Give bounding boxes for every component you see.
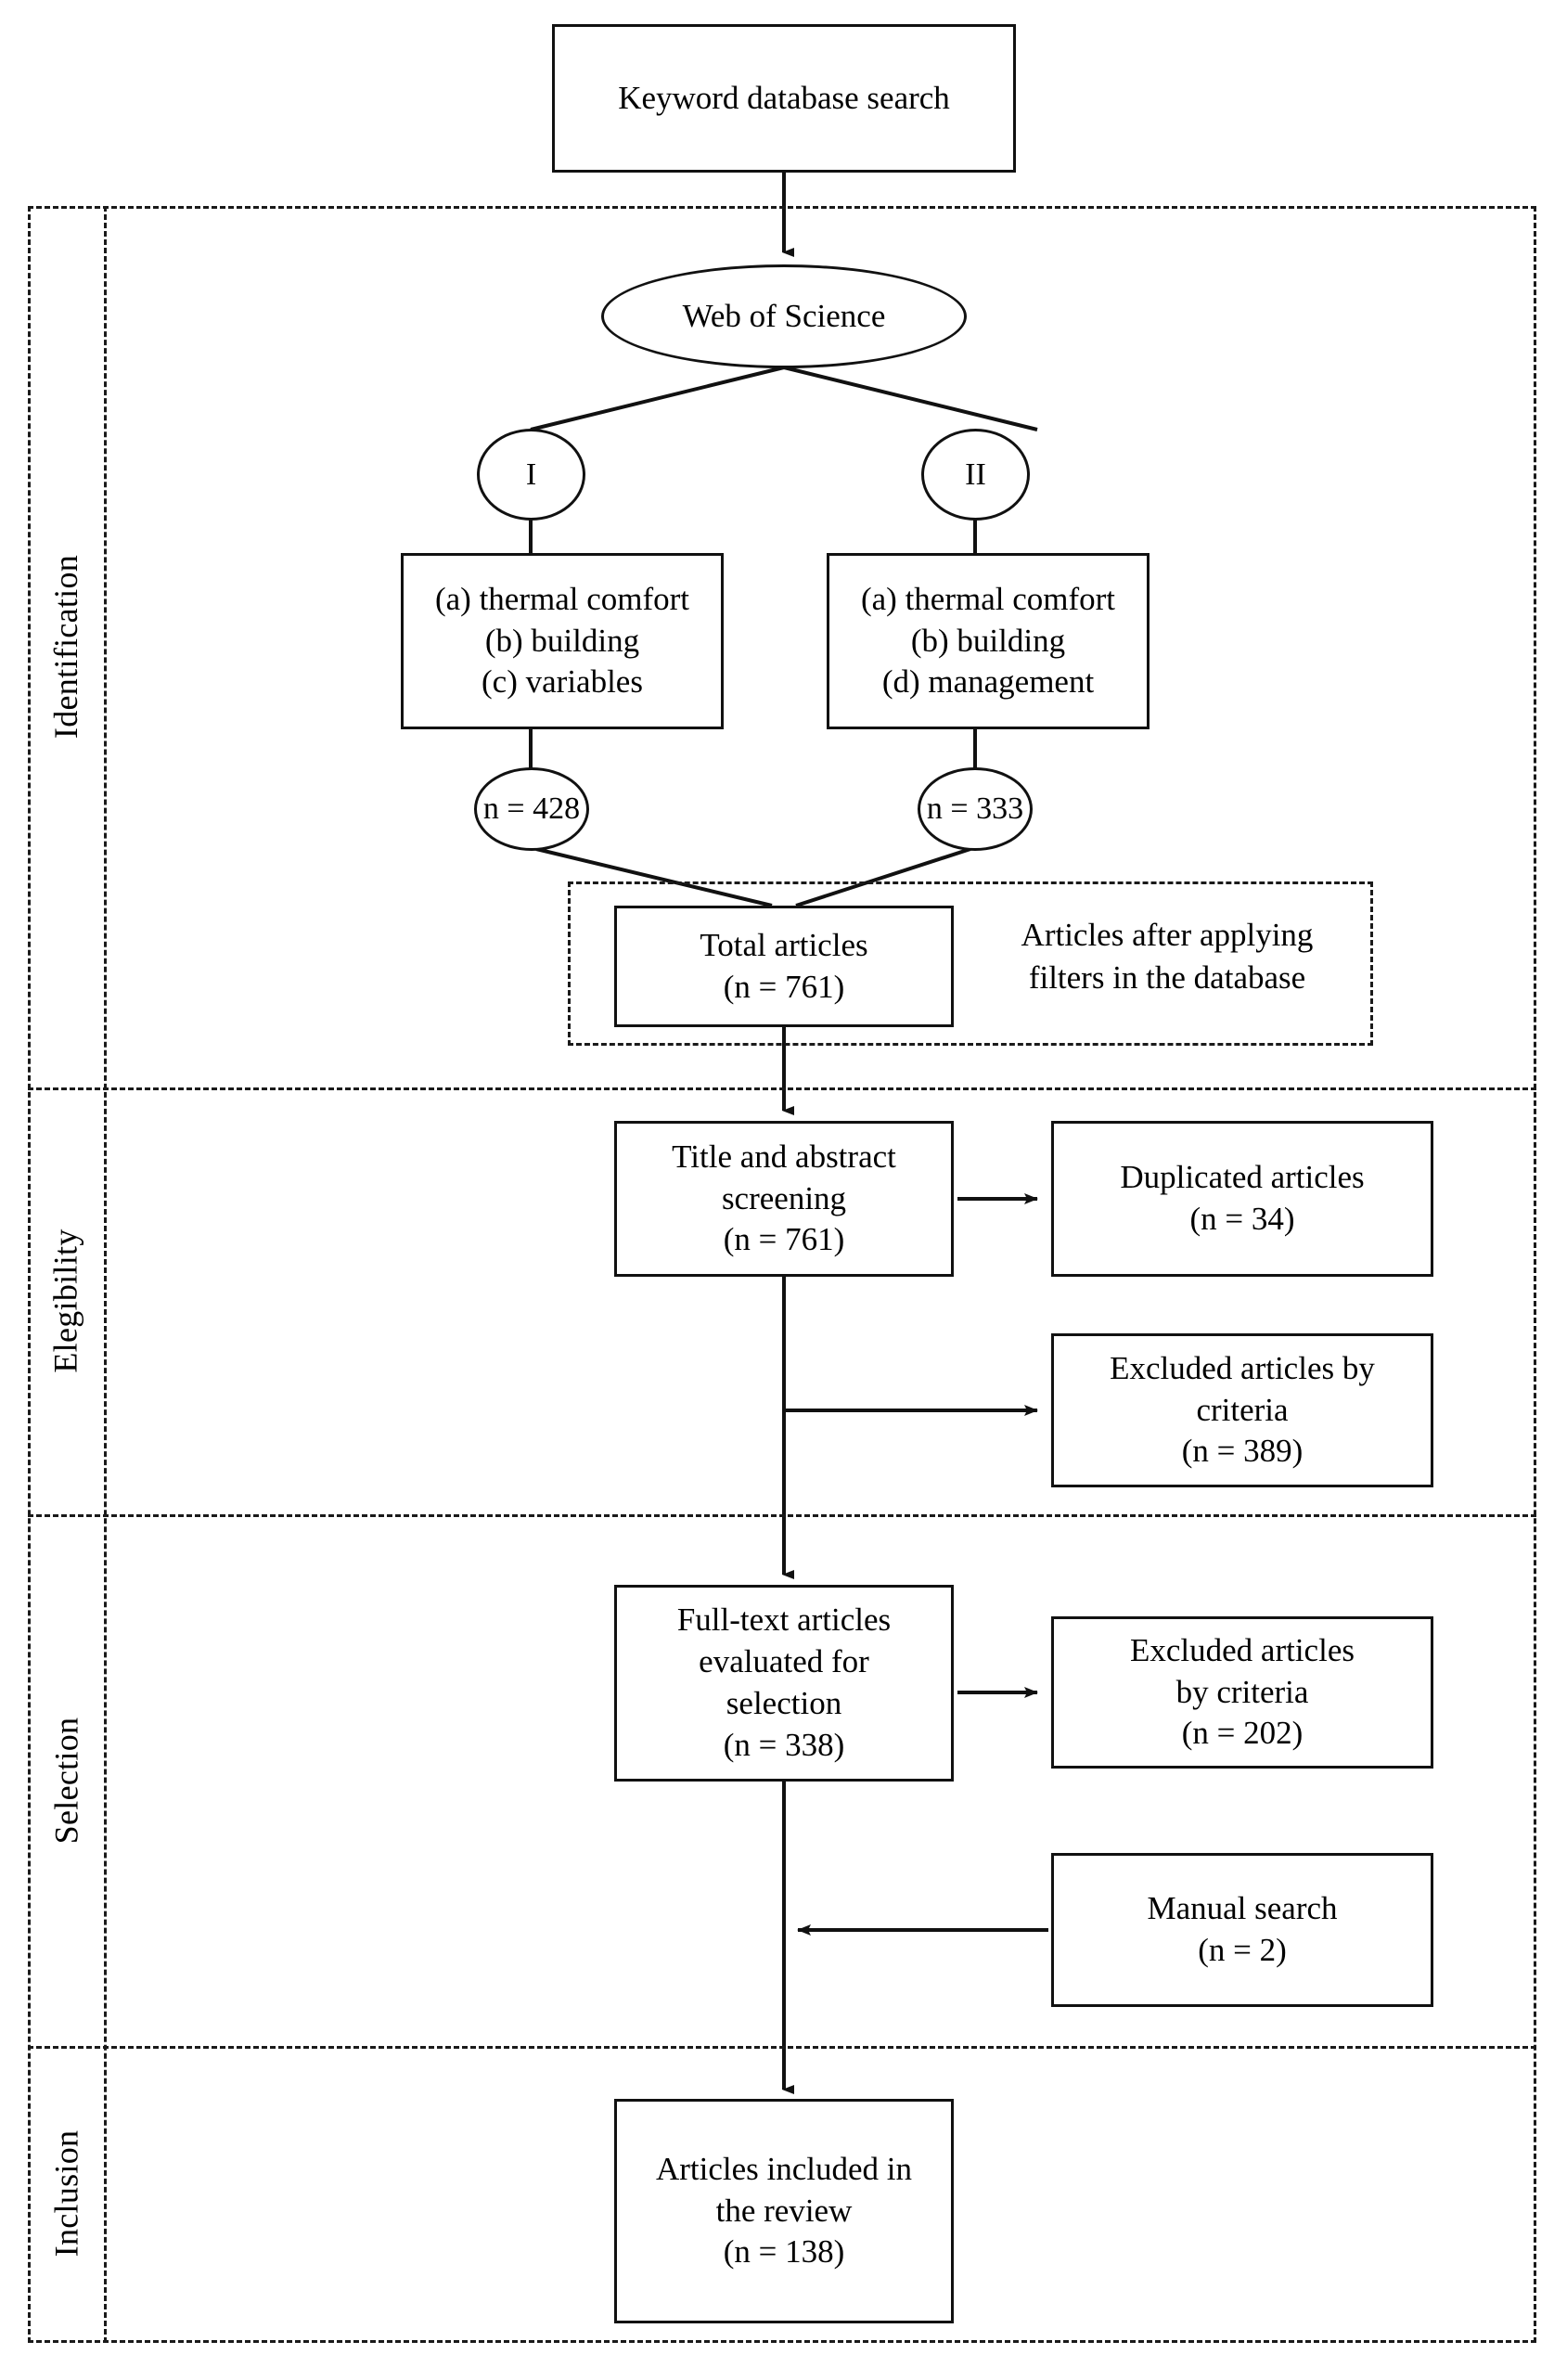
node-articles-included-line-2: the review — [715, 2192, 853, 2229]
outer-frame-bottom — [28, 2340, 1536, 2343]
band-separator-selection-inclusion — [28, 2046, 1536, 2049]
outer-frame-right — [1534, 206, 1536, 2343]
node-excluded-articles-full-text-line-2: by criteria — [1175, 1673, 1309, 1710]
node-criteria-left-line-1: (a) thermal comfort — [434, 580, 690, 617]
node-articles-included[interactable]: Articles included in the review (n = 138… — [614, 2099, 954, 2323]
node-excluded-articles-screening-line-1: Excluded articles by — [1110, 1349, 1375, 1386]
stage-label-inclusion-text: Inclusion — [47, 2129, 84, 2257]
node-excluded-articles-screening[interactable]: Excluded articles by criteria (n = 389) — [1051, 1333, 1433, 1487]
node-manual-search[interactable]: Manual search (n = 2) — [1051, 1853, 1433, 2007]
node-full-text-evaluated-line-2: evaluated for — [699, 1643, 869, 1680]
filters-note-line-1: Articles after applying — [1021, 917, 1314, 953]
stage-label-elegibility: Elegibility — [28, 1087, 104, 1514]
node-query-branch-two[interactable]: II — [921, 429, 1030, 521]
node-duplicated-articles[interactable]: Duplicated articles (n = 34) — [1051, 1121, 1433, 1277]
stage-label-selection-text: Selection — [47, 1717, 85, 1844]
node-duplicated-articles-line-1: Duplicated articles — [1120, 1159, 1365, 1196]
node-title-abstract-screening-line-3: (n = 761) — [723, 1221, 845, 1258]
node-criteria-right-line-1: (a) thermal comfort — [860, 580, 1116, 617]
node-keyword-database-search-line-1: Keyword database search — [618, 79, 950, 116]
filters-note: Articles after applying filters in the d… — [982, 914, 1353, 998]
node-criteria-left-line-3: (c) variables — [482, 663, 643, 701]
node-total-articles[interactable]: Total articles (n = 761) — [614, 906, 954, 1027]
node-count-query-two[interactable]: n = 333 — [918, 767, 1033, 851]
node-criteria-right-line-3: (d) management — [881, 663, 1095, 701]
node-query-branch-one-label: I — [525, 457, 537, 492]
stage-label-column-divider — [104, 206, 107, 2343]
band-separator-elegibility-selection — [28, 1514, 1536, 1517]
node-query-branch-two-label: II — [965, 457, 986, 492]
node-excluded-articles-full-text-line-3: (n = 202) — [1181, 1715, 1304, 1752]
node-manual-search-line-2: (n = 2) — [1198, 1932, 1287, 1968]
node-duplicated-articles-line-2: (n = 34) — [1189, 1201, 1295, 1237]
node-query-branch-one[interactable]: I — [477, 429, 585, 521]
node-title-abstract-screening-line-1: Title and abstract — [672, 1138, 896, 1175]
node-full-text-evaluated-line-1: Full-text articles — [676, 1602, 892, 1639]
stage-label-elegibility-text: Elegibility — [47, 1229, 84, 1373]
node-keyword-database-search[interactable]: Keyword database search — [552, 24, 1016, 173]
node-title-abstract-screening[interactable]: Title and abstract screening (n = 761) — [614, 1121, 954, 1277]
outer-frame-top — [28, 206, 1536, 209]
outer-frame-left — [28, 206, 31, 2343]
node-count-query-two-label: n = 333 — [926, 791, 1024, 826]
node-articles-included-line-1: Articles included in — [655, 2150, 913, 2187]
node-total-articles-line-2: (n = 761) — [723, 968, 845, 1005]
node-full-text-evaluated-line-3: selection — [726, 1685, 842, 1721]
node-criteria-left[interactable]: (a) thermal comfort (b) building (c) var… — [401, 553, 724, 729]
node-web-of-science[interactable]: Web of Science — [601, 264, 967, 368]
band-separator-identification-elegibility — [28, 1087, 1536, 1090]
node-criteria-left-line-2: (b) building — [484, 622, 640, 659]
node-excluded-articles-full-text-line-1: Excluded articles — [1130, 1631, 1355, 1668]
stage-label-selection: Selection — [28, 1514, 104, 2046]
node-excluded-articles-screening-line-2: criteria — [1196, 1391, 1289, 1428]
node-criteria-right-line-2: (b) building — [910, 622, 1066, 659]
node-articles-included-line-3: (n = 138) — [723, 2233, 845, 2271]
node-count-query-one[interactable]: n = 428 — [474, 767, 589, 851]
node-criteria-right[interactable]: (a) thermal comfort (b) building (d) man… — [827, 553, 1150, 729]
node-count-query-one-label: n = 428 — [482, 791, 581, 826]
node-full-text-evaluated[interactable]: Full-text articles evaluated for selecti… — [614, 1585, 954, 1782]
node-full-text-evaluated-line-4: (n = 338) — [723, 1726, 845, 1763]
stage-label-inclusion: Inclusion — [28, 2046, 104, 2340]
stage-label-identification-text: Identification — [47, 554, 84, 740]
filters-note-line-2: filters in the database — [1028, 958, 1306, 996]
stage-label-identification: Identification — [28, 206, 104, 1087]
node-manual-search-line-1: Manual search — [1147, 1890, 1338, 1927]
node-web-of-science-label: Web of Science — [682, 298, 886, 334]
node-total-articles-line-1: Total articles — [700, 926, 868, 963]
node-title-abstract-screening-line-2: screening — [721, 1179, 847, 1216]
node-excluded-articles-screening-line-3: (n = 389) — [1181, 1433, 1304, 1470]
node-excluded-articles-full-text[interactable]: Excluded articles by criteria (n = 202) — [1051, 1616, 1433, 1769]
